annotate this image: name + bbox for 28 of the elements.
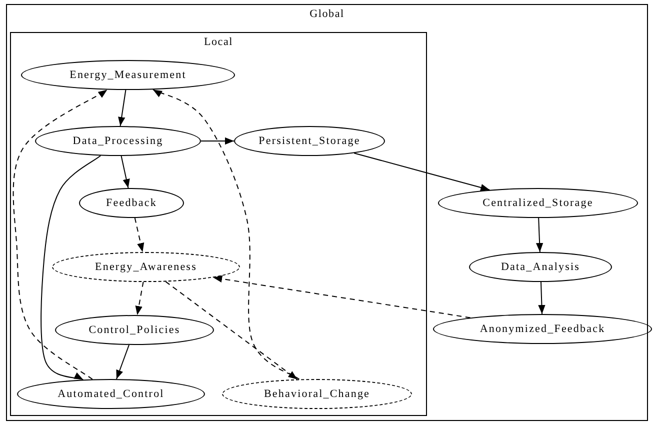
ellipse-node: Energy_Awareness <box>52 252 240 282</box>
ellipse-node: Feedback <box>79 188 184 218</box>
arrow <box>152 89 300 380</box>
arrow <box>354 152 490 191</box>
arrow <box>12 89 108 380</box>
arrow <box>120 156 130 189</box>
arrow <box>135 282 144 316</box>
ellipse-node: Automated_Control <box>17 379 205 409</box>
ellipse-node: Data_Processing <box>35 126 201 156</box>
ellipse-node: Control_Policies <box>55 315 214 345</box>
ellipse-node: Energy_Measurement <box>21 60 235 90</box>
ellipse-node: Centralized_Storage <box>438 188 638 218</box>
cluster-title: Global <box>308 8 346 20</box>
arrow <box>40 155 102 380</box>
arrow <box>165 281 298 380</box>
arrow <box>200 137 234 145</box>
arrow <box>118 90 126 126</box>
arrow <box>134 217 144 252</box>
arrow <box>538 282 546 314</box>
arrow <box>116 344 130 380</box>
ellipse-node: Data_Analysis <box>469 252 612 282</box>
ellipse-node: Anonymized_Feedback <box>433 314 652 344</box>
arrow <box>212 275 471 318</box>
arrow <box>536 218 544 252</box>
cluster-title: Local <box>202 36 234 48</box>
ellipse-node: Behavioral_Change <box>222 379 412 409</box>
cluster-box <box>10 32 427 416</box>
ellipse-node: Persistent_Storage <box>234 126 385 156</box>
